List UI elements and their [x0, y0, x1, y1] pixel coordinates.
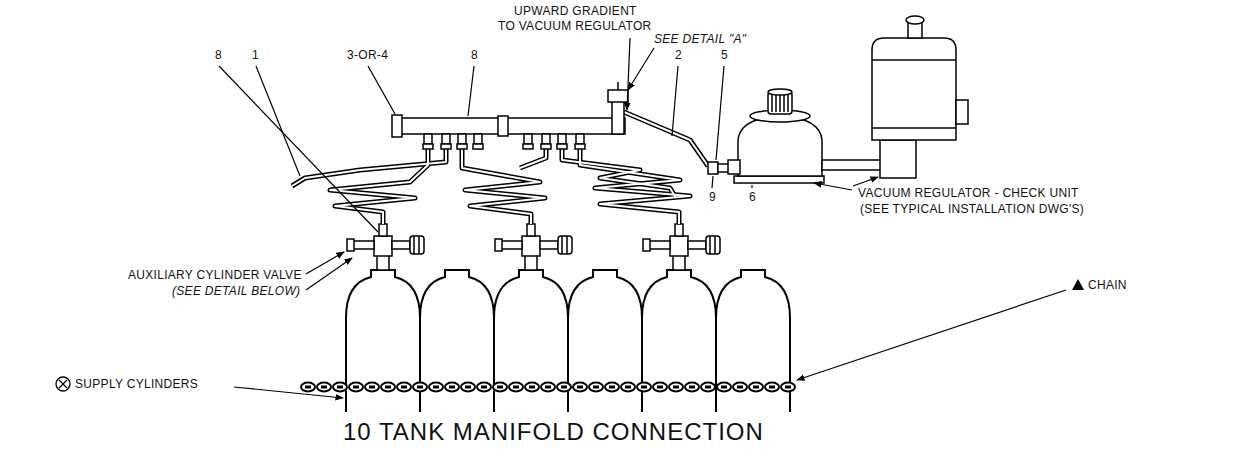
- callout-number: 6: [749, 190, 756, 204]
- callout-number: 2: [675, 48, 682, 62]
- legend-label: CHAIN: [1088, 278, 1127, 292]
- manifold-header: [392, 82, 730, 174]
- part-label: (SEE TYPICAL INSTALLATION DWG'S): [860, 202, 1084, 216]
- leader-line: [219, 38, 1066, 398]
- note-label: TO VACUUM REGULATOR: [498, 19, 652, 33]
- callout-number: 8: [215, 48, 222, 62]
- note-label: UPWARD GRADIENT: [514, 4, 637, 18]
- callout-number: 9: [709, 190, 716, 204]
- legend-label: SUPPLY CYLINDERS: [75, 377, 198, 391]
- part-label: AUXILIARY CYLINDER VALVE: [128, 268, 302, 282]
- chain: [300, 380, 796, 394]
- part-label: VACUUM REGULATOR - CHECK UNIT: [858, 186, 1079, 200]
- chain-symbol: [1072, 279, 1084, 290]
- check-unit: [872, 16, 968, 178]
- vacuum-regulator: [728, 89, 882, 183]
- callout-number: 8: [471, 48, 478, 62]
- auxiliary-valve: [347, 224, 720, 270]
- note-label: SEE DETAIL "A": [654, 32, 746, 46]
- cylinder-symbol: [56, 377, 70, 391]
- caption: 10 TANK MANIFOLD CONNECTION: [343, 418, 764, 447]
- callout-number: 5: [721, 48, 728, 62]
- callout-number: 1: [252, 48, 259, 62]
- callout-number: 3-OR-4: [347, 48, 388, 62]
- part-label: (SEE DETAIL BELOW): [172, 284, 300, 298]
